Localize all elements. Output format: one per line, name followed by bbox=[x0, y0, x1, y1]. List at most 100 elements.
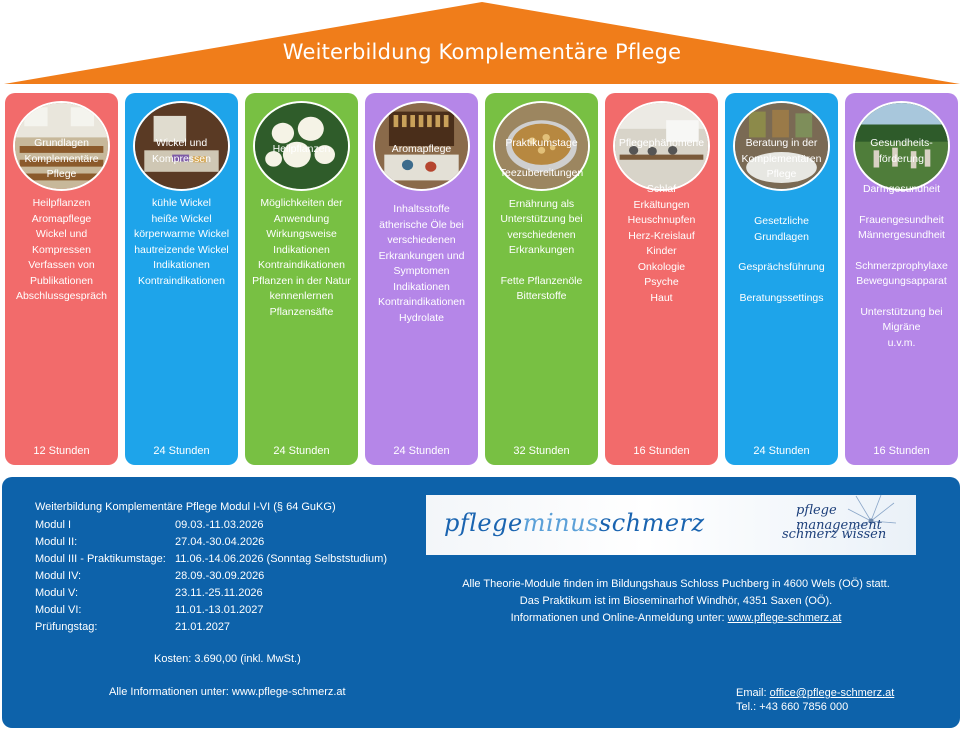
essential-oils-photo bbox=[373, 101, 470, 191]
topic-item: Erkrankungen bbox=[508, 244, 575, 256]
topic-spacer bbox=[848, 244, 955, 259]
compress-materials-photo bbox=[133, 101, 230, 191]
topic-item: u.v.m. bbox=[887, 336, 916, 349]
topic-item: Onkologie bbox=[637, 260, 686, 273]
topic-item: Kompressen bbox=[32, 243, 91, 256]
module-title-line: Gesundheits- bbox=[870, 137, 933, 149]
schedule-date: 23.11.-25.11.2026 bbox=[175, 587, 263, 599]
topic-item: kennenlernen bbox=[269, 290, 334, 302]
topic-spacer bbox=[728, 276, 835, 291]
logo-tagline-2: schmerz wissen bbox=[782, 527, 887, 542]
topic-spacer bbox=[848, 290, 955, 305]
topic-item: Abschlussgespräch bbox=[15, 290, 108, 302]
topic-item: Haut bbox=[650, 291, 673, 304]
location-line-3: Informationen und Online-Anmeldung unter… bbox=[510, 612, 842, 624]
topic-item: Herz-Kreislauf bbox=[628, 229, 695, 242]
module-title-line: förderung bbox=[879, 152, 924, 165]
module-hours: 24 Stunden bbox=[273, 445, 330, 457]
topic-item: Kinder bbox=[646, 245, 677, 257]
topic-item: Grundlagen bbox=[754, 230, 809, 243]
contact-email: Email: office@pflege-schmerz.at bbox=[736, 687, 895, 699]
topic-item: Indikationen bbox=[153, 259, 210, 271]
topic-item: Pflanzen in der Natur bbox=[252, 274, 351, 287]
schedule-row: Modul IV:28.09.-30.09.2026 bbox=[35, 570, 264, 582]
module-title-line: Pflege bbox=[46, 168, 77, 180]
logo-tagline-1: pflege management bbox=[796, 503, 882, 533]
topic-item: Publikationen bbox=[29, 274, 94, 287]
topic-item: Männergesundheit bbox=[858, 229, 945, 241]
schedule-row: Modul V:23.11.-25.11.2026 bbox=[35, 587, 263, 599]
module-title: Gesundheits-förderung bbox=[849, 136, 954, 167]
schedule-label: Modul I bbox=[35, 519, 72, 531]
registration-link[interactable]: www.pflege-schmerz.at bbox=[727, 612, 842, 624]
module-hours: 16 Stunden bbox=[633, 445, 690, 457]
topic-item: Schlaf bbox=[646, 183, 677, 195]
topic-item: Beratungssettings bbox=[739, 291, 824, 304]
topic-item: heiße Wickel bbox=[151, 212, 212, 225]
module-hours: 24 Stunden bbox=[753, 445, 810, 457]
module-title: Heilpflanzen bbox=[249, 142, 354, 158]
module-title-line: Pflege bbox=[766, 168, 797, 180]
schedule-label: Modul II: bbox=[35, 536, 78, 548]
topic-item: Bewegungsapparat bbox=[856, 275, 947, 287]
topic-item: Darmgesundheit bbox=[862, 183, 941, 195]
topic-item: Anwendung bbox=[273, 212, 330, 225]
info-panel: Weiterbildung Komplementäre Pflege Modul… bbox=[2, 477, 960, 728]
seminar-room-photo bbox=[13, 101, 110, 191]
elderflower-photo bbox=[253, 101, 350, 191]
module-hours: 16 Stunden bbox=[873, 445, 930, 457]
module-title-line: Aromapflege bbox=[391, 143, 452, 155]
module-title-line: Praktikumstage bbox=[505, 137, 578, 149]
location-line-2: Das Praktikum ist im Bioseminarhof Windh… bbox=[519, 595, 833, 607]
info-link-text: Alle Informationen unter: www.pflege-sch… bbox=[109, 686, 346, 698]
schedule-title: Weiterbildung Komplementäre Pflege Modul… bbox=[35, 501, 336, 513]
schedule-row: Modul III - Praktikumstage:11.06.-14.06.… bbox=[35, 553, 387, 565]
topic-item: Symptomen bbox=[393, 265, 450, 277]
schedule-row: Modul VI:11.01.-13.01.2027 bbox=[35, 604, 263, 616]
topic-item: Indikationen bbox=[273, 243, 330, 256]
dandelion-icon bbox=[845, 494, 897, 532]
topic-item: Wickel und bbox=[35, 228, 88, 240]
topic-item: Erkältungen bbox=[633, 198, 690, 211]
topic-item: hautreizende Wickel bbox=[134, 243, 229, 256]
price-text: Kosten: 3.690,00 (inkl. MwSt.) bbox=[154, 653, 301, 665]
topic-item: körperwarme Wickel bbox=[133, 228, 230, 240]
topic-spacer bbox=[488, 259, 595, 274]
topic-item: Erkrankungen und bbox=[378, 249, 465, 262]
topic-item: Kontraindikationen bbox=[258, 259, 345, 271]
topic-item: Fette Pflanzenöle bbox=[500, 274, 583, 287]
topic-item: Kontraindikationen bbox=[138, 274, 225, 287]
schedule-label: Modul III - Praktikumstage: bbox=[35, 553, 166, 565]
module-hours: 12 Stunden bbox=[33, 445, 90, 457]
herb-jars-photo bbox=[733, 101, 830, 191]
schedule-label: Prüfungstag: bbox=[35, 621, 98, 633]
schedule-row: Modul II:27.04.-30.04.2026 bbox=[35, 536, 264, 548]
topic-spacer bbox=[488, 182, 595, 197]
topic-item: Indikationen bbox=[393, 280, 450, 293]
topic-item: verschiedenen bbox=[387, 234, 456, 246]
module-title-line: Wickel und bbox=[155, 137, 208, 149]
topic-item: Gesprächsführung bbox=[738, 261, 825, 273]
contact-phone: Tel.: +43 660 7856 000 bbox=[736, 701, 849, 713]
module-title-line: Kompressen bbox=[152, 152, 211, 165]
topic-item: Möglichkeiten der bbox=[260, 197, 343, 209]
email-link[interactable]: office@pflege-schmerz.at bbox=[769, 687, 895, 699]
module-title: Pflegephänomene bbox=[609, 136, 714, 152]
schedule-date: 28.09.-30.09.2026 bbox=[175, 570, 265, 582]
topic-item: Schmerzprophylaxe bbox=[855, 259, 948, 272]
